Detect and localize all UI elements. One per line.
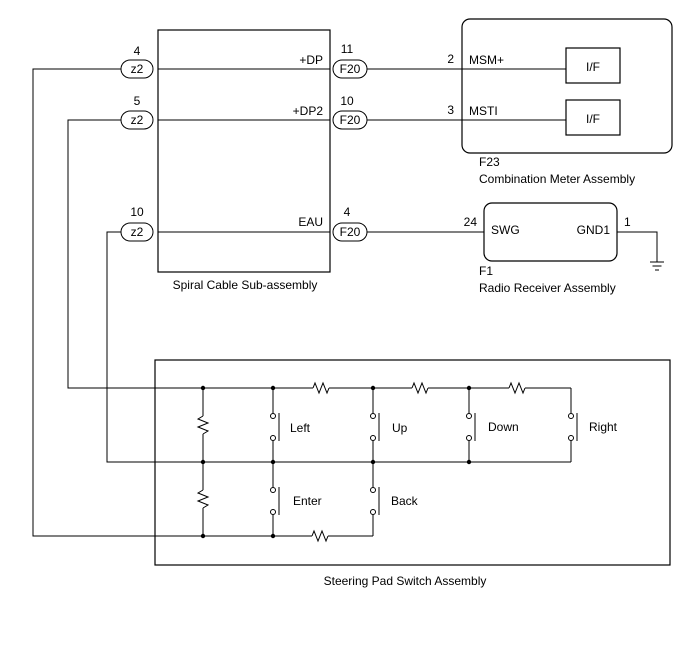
radio-signal-swg: SWG [491, 223, 520, 237]
signal-label-dp2: +DP2 [293, 104, 324, 118]
pin-z2-4: 4 [134, 44, 141, 58]
top-bus [155, 381, 571, 395]
connector-z2-label: z2 [131, 225, 144, 239]
switch-enter-label: Enter [293, 494, 322, 508]
connector-f20-label: F20 [340, 113, 361, 127]
meter-signal-msti: MSTI [469, 104, 498, 118]
pin-z2-5: 5 [134, 94, 141, 108]
meter-name: Combination Meter Assembly [479, 172, 635, 186]
switch-back [370, 462, 380, 536]
pin-f20-10: 10 [340, 94, 354, 108]
meter-if-block-2 [565, 99, 621, 136]
signal-label-dp: +DP [299, 53, 323, 67]
switch-back-label: Back [391, 494, 419, 508]
radio-pin-24: 24 [464, 215, 478, 229]
spiral-cable-box [157, 29, 331, 273]
meter-if-label-2: I/F [586, 112, 600, 126]
wire-z2-10-to-steering [106, 231, 155, 463]
switch-down [466, 388, 476, 462]
combination-meter-box [461, 18, 673, 154]
switch-right-label: Right [589, 420, 618, 434]
meter-code: F23 [479, 155, 500, 169]
radio-pin-1: 1 [624, 215, 631, 229]
wire-z2-5-to-steering [67, 119, 155, 389]
steering-pad-label: Steering Pad Switch Assembly [324, 574, 487, 588]
connector-f20-label: F20 [340, 225, 361, 239]
connector-f20-label: F20 [340, 62, 361, 76]
meter-if-label-1: I/F [586, 60, 600, 74]
meter-pin-3: 3 [447, 103, 454, 117]
bottom-bus [155, 529, 373, 543]
pin-f20-11: 11 [341, 42, 354, 56]
resistor-vertical-lower [196, 462, 210, 536]
meter-if-block-1 [565, 47, 621, 84]
radio-name: Radio Receiver Assembly [479, 281, 616, 295]
ground-icon [650, 261, 664, 271]
switch-left-label: Left [290, 421, 311, 435]
switch-left [270, 388, 280, 462]
switch-down-label: Down [488, 420, 519, 434]
pin-z2-10: 10 [130, 205, 144, 219]
switch-right [568, 388, 578, 462]
spiral-cable-label: Spiral Cable Sub-assembly [173, 278, 318, 292]
radio-signal-gnd1: GND1 [577, 223, 611, 237]
switch-enter [270, 462, 280, 536]
meter-signal-msm: MSM+ [469, 53, 504, 67]
pin-f20-4: 4 [344, 205, 351, 219]
signal-label-eau: EAU [298, 215, 323, 229]
wire-gnd [617, 231, 658, 262]
meter-pin-2: 2 [447, 52, 454, 66]
junction-dots [200, 385, 472, 539]
connector-z2-label: z2 [131, 113, 144, 127]
switch-up-label: Up [392, 421, 408, 435]
connector-z2-label: z2 [131, 62, 144, 76]
switch-up [370, 388, 380, 462]
wire-z2-4-to-steering [32, 68, 155, 537]
resistor-vertical-upper [196, 388, 210, 462]
radio-code: F1 [479, 264, 493, 278]
